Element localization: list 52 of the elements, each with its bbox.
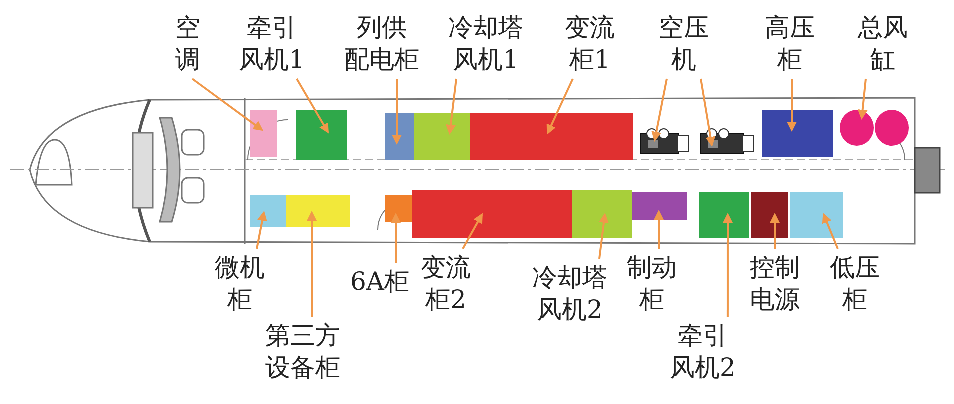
equipment-label: 牵引风机2 xyxy=(670,320,736,384)
equipment-block xyxy=(385,195,412,222)
leader-arrow xyxy=(598,213,609,260)
equipment-block xyxy=(412,190,572,238)
leader-arrow xyxy=(307,211,317,317)
equipment-block xyxy=(414,113,470,160)
equipment-block xyxy=(470,113,633,160)
equipment-block xyxy=(296,110,347,160)
equipment-label: 冷却塔风机1 xyxy=(448,12,524,76)
leader-arrow xyxy=(858,78,868,120)
leader-arrow xyxy=(296,78,329,134)
leader-arrow xyxy=(770,213,780,249)
leader-arrow xyxy=(654,210,664,249)
equipment-block xyxy=(751,192,788,238)
equipment-label: 第三方设备柜 xyxy=(266,320,340,384)
equipment-label: 列供配电柜 xyxy=(344,12,420,76)
equipment-label: 牵引风机1 xyxy=(239,12,305,76)
equipment-label: 变流柜1 xyxy=(565,12,615,76)
equipment-block xyxy=(286,195,350,227)
compressor-drawing xyxy=(640,128,690,156)
leader-arrow xyxy=(392,79,402,145)
equipment-block xyxy=(790,192,843,238)
leader-arrow xyxy=(723,213,733,317)
equipment-block xyxy=(572,190,632,238)
leader-arrow xyxy=(700,78,716,147)
equipment-label: 微机柜 xyxy=(215,252,265,316)
leader-arrow xyxy=(652,78,668,142)
equipment-block xyxy=(385,113,414,160)
leader-arrow xyxy=(787,79,797,132)
equipment-block xyxy=(762,110,833,157)
equipment-block xyxy=(250,195,286,227)
leader-arrow xyxy=(391,213,401,263)
leader-arrow xyxy=(256,211,268,250)
equipment-label: 空压机 xyxy=(659,12,709,76)
equipment-label: 低压柜 xyxy=(830,252,880,316)
reservoir-circle xyxy=(840,110,874,146)
leader-arrow xyxy=(192,78,264,132)
equipment-label: 高压柜 xyxy=(765,12,815,76)
leader-arrow xyxy=(446,78,458,135)
equipment-label: 控制电源 xyxy=(750,252,800,316)
leader-arrow xyxy=(546,78,574,135)
equipment-label: 6A柜 xyxy=(350,266,410,298)
compressor-drawing xyxy=(700,128,755,156)
equipment-label: 冷却塔风机2 xyxy=(532,262,608,326)
equipment-block xyxy=(632,192,687,220)
equipment-label: 空调 xyxy=(176,12,200,76)
equipment-label: 总风缸 xyxy=(858,12,908,76)
equipment-block xyxy=(250,110,277,157)
equipment-label: 变流柜2 xyxy=(421,252,471,316)
equipment-block xyxy=(699,192,749,238)
equipment-label: 制动柜 xyxy=(627,252,677,316)
reservoir-circle xyxy=(875,110,909,146)
